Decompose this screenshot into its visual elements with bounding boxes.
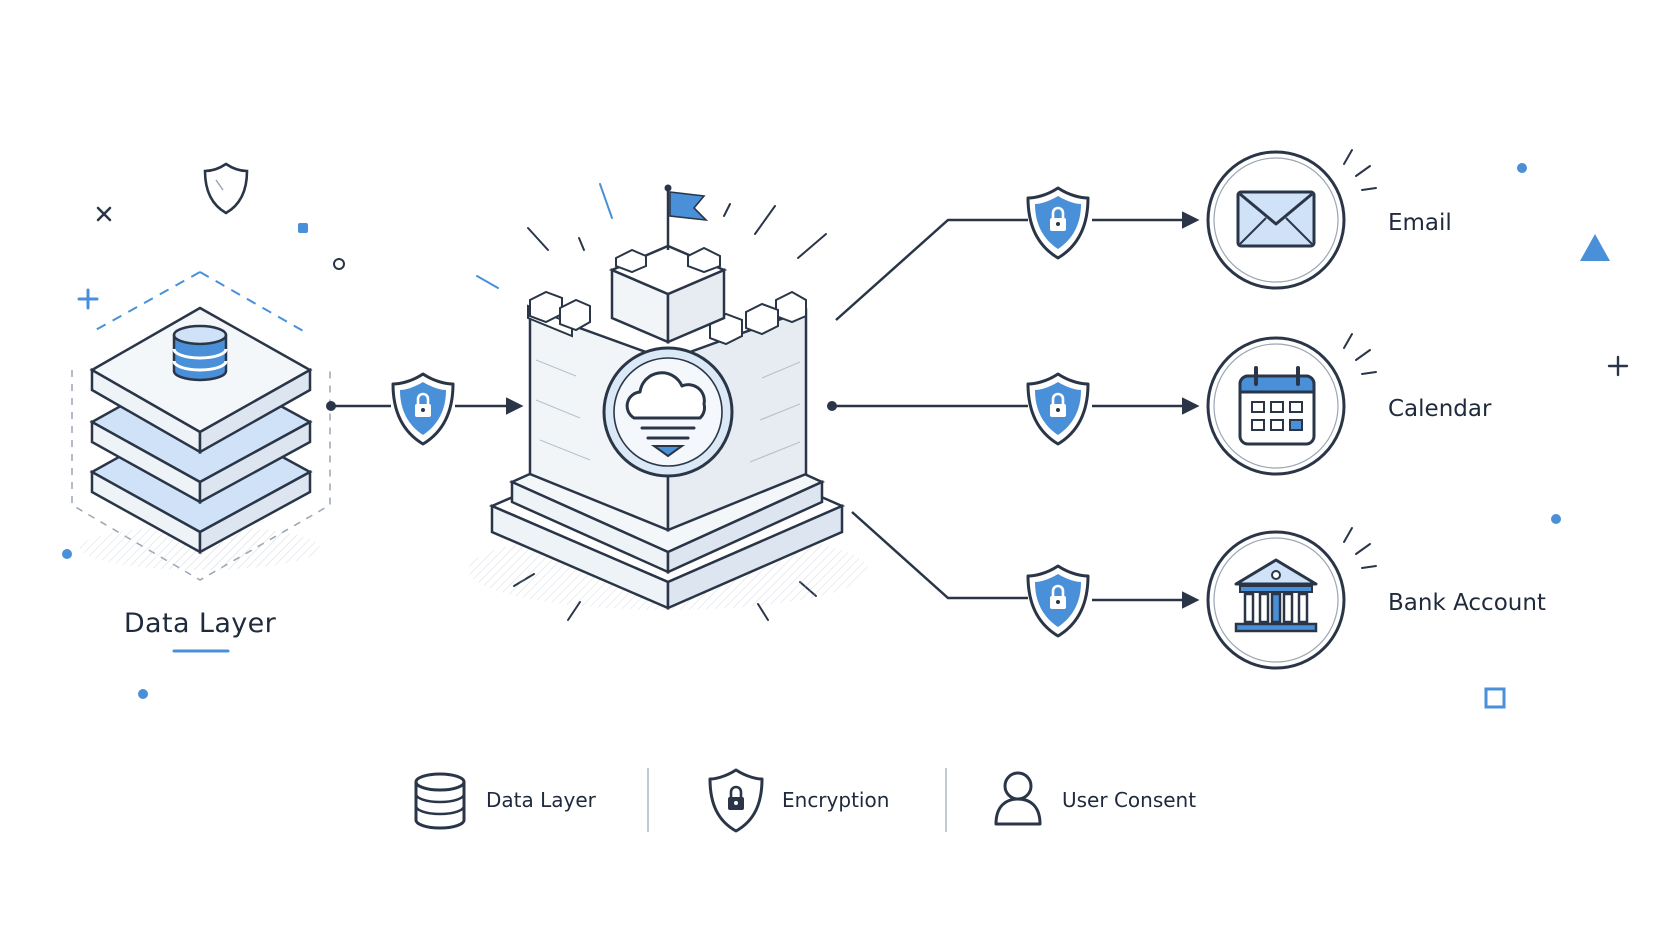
- dot-icon: [62, 549, 72, 559]
- lock-shield-icon: [1026, 186, 1090, 260]
- sparkle-lines: [1343, 527, 1377, 569]
- outline-shield-icon: [203, 162, 249, 215]
- dot-icon: [1517, 163, 1527, 173]
- cloud-icon: [625, 371, 706, 458]
- legend-label: User Consent: [1062, 788, 1196, 812]
- dot-icon: [138, 689, 148, 699]
- envelope-icon: [1236, 190, 1316, 248]
- sparkle-lines: [1343, 333, 1377, 375]
- database-icon: [414, 772, 466, 830]
- lock-shield-icon: [1026, 564, 1090, 638]
- triangle-icon: [1580, 234, 1610, 261]
- calendar-label: Calendar: [1388, 396, 1492, 422]
- bank-icon: [1234, 558, 1318, 633]
- lock-shield-icon: [1026, 372, 1090, 446]
- legend-label: Data Layer: [486, 788, 597, 812]
- flag-icon: [669, 191, 709, 222]
- data-layer-label: Data Layer: [124, 608, 277, 639]
- legend-item-data-layer: Data Layer: [414, 772, 597, 830]
- decorations: [62, 162, 1629, 709]
- castle-icon: [468, 183, 868, 621]
- castle-hub[interactable]: [468, 183, 868, 621]
- email-label: Email: [1388, 210, 1452, 236]
- legend-item-encryption: Encryption: [708, 768, 889, 833]
- destination-connectors: [827, 186, 1200, 638]
- cross-mark-icon: [96, 206, 112, 222]
- legend-label: Encryption: [782, 788, 889, 812]
- square-dot-icon: [298, 223, 308, 233]
- outline-square-icon: [1484, 687, 1506, 709]
- bank-account-label: Bank Account: [1388, 590, 1546, 616]
- destination-email[interactable]: Email: [1206, 149, 1452, 290]
- destination-bank-account[interactable]: Bank Account: [1206, 527, 1546, 670]
- ring-dot-icon: [333, 258, 345, 270]
- legend: Data Layer Encryption User Consent: [414, 768, 1196, 833]
- data-layer-node[interactable]: Data Layer: [71, 271, 331, 653]
- user-icon: [994, 771, 1042, 826]
- dot-icon: [1551, 514, 1561, 524]
- legend-item-user-consent: User Consent: [994, 771, 1196, 826]
- source-connector: [326, 372, 524, 446]
- plus-icon: [1607, 355, 1629, 377]
- sparkle-lines: [1343, 149, 1377, 191]
- lock-shield-icon: [708, 768, 764, 833]
- calendar-icon: [1238, 366, 1316, 446]
- database-stack-icon: [71, 271, 331, 581]
- destination-calendar[interactable]: Calendar: [1206, 333, 1492, 476]
- plus-sparkle-icon: [77, 288, 99, 310]
- lock-shield-icon: [391, 372, 455, 446]
